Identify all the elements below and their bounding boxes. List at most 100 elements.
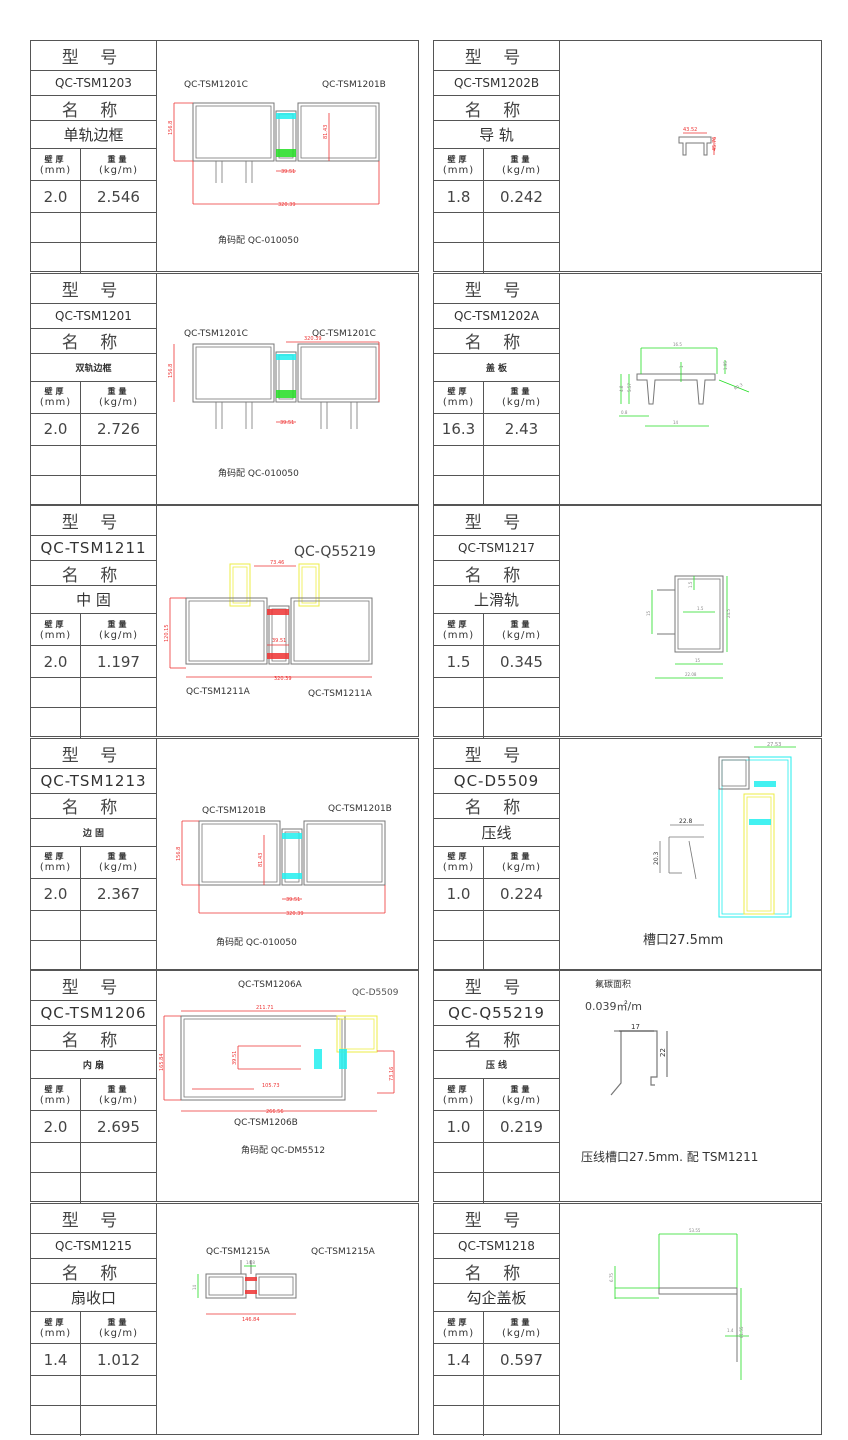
thickness-label: 壁厚 (44, 1084, 67, 1094)
drawing-label: 22 (659, 1048, 667, 1057)
weight-value: 0.345 (484, 646, 559, 679)
drawing-label: 15 (695, 658, 701, 663)
drawing-label: 1.5 (688, 581, 693, 588)
model-header: 型 号 (31, 739, 156, 769)
model-number: QC-TSM1201 (31, 304, 156, 329)
empty-cell (31, 243, 81, 273)
weight-value: 0.219 (484, 1111, 559, 1144)
thickness-header: 壁厚 (mm) (31, 381, 81, 414)
model-number: QC-Q55219 (434, 1001, 559, 1027)
empty-cell (31, 1143, 81, 1174)
thickness-value: 1.0 (434, 1111, 484, 1144)
drawing-label: 4.8 (619, 385, 624, 392)
drawing-label: 1 (679, 365, 684, 368)
product-name: 双轨边框 (31, 354, 156, 382)
name-header: 名 称 (31, 1026, 156, 1052)
drawing-label: 14 (192, 1284, 197, 1290)
model-number: QC-TSM1215 (31, 1234, 156, 1259)
drawing-label: QC-D5509 (352, 988, 399, 998)
empty-cell (434, 678, 484, 709)
drawing-label: 211.71 (256, 1005, 274, 1011)
thickness-label: 壁厚 (44, 1317, 67, 1327)
drawing-label: 1.95 (723, 360, 728, 369)
weight-header: 重量 (kg/m) (81, 1079, 156, 1112)
thickness-header: 壁厚 (mm) (434, 1312, 484, 1344)
weight-unit: (kg/m) (501, 862, 542, 874)
thickness-header: 壁厚 (mm) (31, 1079, 81, 1112)
weight-value: 2.726 (81, 414, 156, 446)
model-header: 型 号 (31, 506, 156, 537)
model-number: QC-TSM1217 (434, 536, 559, 562)
model-number: QC-TSM1218 (434, 1234, 559, 1259)
drawing-label: 14.8 (246, 1260, 255, 1265)
empty-cell (434, 445, 484, 476)
thickness-value: 1.4 (434, 1344, 484, 1376)
drawing-label: 120.15 (164, 625, 170, 643)
drawing-label: QC-TSM1201B (322, 80, 386, 90)
weight-value: 2.367 (81, 879, 156, 911)
spec-table: 型 号 QC-TSM1202A 名 称 盖 板 壁厚 (mm) 重量 (kg/m… (434, 273, 560, 506)
weight-unit: (kg/m) (98, 862, 139, 874)
name-header: 名 称 (434, 561, 559, 587)
thickness-value: 1.4 (31, 1344, 81, 1376)
name-header: 名 称 (434, 794, 559, 819)
drawing-label: 105.73 (262, 1083, 280, 1089)
drawing-label: 73.46 (270, 560, 284, 566)
weight-label: 重量 (510, 852, 533, 862)
weight-value: 2.695 (81, 1111, 156, 1144)
profile-card: 型 号 QC-TSM1213 名 称 边 固 壁厚 (mm) 重量 (kg/m)… (30, 737, 419, 971)
weight-header: 重量 (kg/m) (81, 614, 156, 647)
weight-unit: (kg/m) (501, 1094, 542, 1106)
profile-card: 型 号 QC-D5509 名 称 压线 壁厚 (mm) 重量 (kg/m) 1.… (433, 737, 822, 971)
drawing-label: 6.75 (609, 1273, 614, 1282)
thickness-value: 2.0 (31, 413, 81, 446)
spec-table: 型 号 QC-D5509 名 称 压线 壁厚 (mm) 重量 (kg/m) 1.… (434, 738, 560, 971)
drawing-label: 39.51 (280, 420, 294, 426)
weight-unit: (kg/m) (98, 397, 139, 409)
weight-unit: (kg/m) (98, 629, 139, 641)
thickness-value: 1.0 (434, 878, 484, 911)
empty-cell (434, 1376, 484, 1406)
product-name: 盖 板 (434, 354, 559, 382)
weight-header: 重量 (kg/m) (484, 847, 559, 879)
thickness-unit: (mm) (39, 164, 72, 176)
empty-cell (81, 678, 156, 709)
drawing-label: 1.4 (727, 1328, 734, 1333)
thickness-header: 壁厚 (mm) (31, 1312, 81, 1344)
empty-cell (81, 1376, 156, 1406)
thickness-header: 壁厚 (mm) (434, 614, 484, 647)
thickness-value: 1.5 (434, 646, 484, 679)
product-name: 扇收口 (31, 1284, 156, 1312)
thickness-value: 2.0 (31, 1111, 81, 1144)
thickness-header: 壁厚 (mm) (31, 614, 81, 647)
empty-cell (81, 213, 156, 243)
weight-unit: (kg/m) (98, 164, 139, 176)
model-header: 型 号 (434, 506, 559, 537)
thickness-unit: (mm) (39, 1094, 72, 1106)
thickness-label: 壁厚 (447, 1084, 470, 1094)
profile-card: 型 号 QC-TSM1202B 名 称 导 轨 壁厚 (mm) 重量 (kg/m… (433, 40, 822, 273)
thickness-header: 壁厚 (mm) (434, 1079, 484, 1112)
name-header: 名 称 (434, 96, 559, 121)
weight-value: 1.197 (81, 646, 156, 679)
drawing-label: 17 (631, 1023, 640, 1031)
weight-label: 重量 (107, 1084, 130, 1094)
spec-table: 型 号 QC-TSM1217 名 称 上滑轨 壁厚 (mm) 重量 (kg/m)… (434, 506, 560, 739)
drawing-label: 39.51 (281, 169, 295, 175)
drawing-label: 39.51 (232, 1051, 238, 1065)
thickness-unit: (mm) (39, 1327, 72, 1339)
empty-cell (484, 213, 559, 243)
weight-unit: (kg/m) (98, 1327, 139, 1339)
thickness-label: 壁厚 (447, 852, 470, 862)
name-header: 名 称 (31, 1259, 156, 1284)
model-header: 型 号 (31, 274, 156, 304)
empty-cell (434, 1143, 484, 1174)
drawing-label: 20.3 (653, 851, 660, 865)
spec-table: 型 号 QC-TSM1201 名 称 双轨边框 壁厚 (mm) 重量 (kg/m… (31, 273, 157, 506)
drawing-label: QC-TSM1206A (238, 980, 303, 990)
